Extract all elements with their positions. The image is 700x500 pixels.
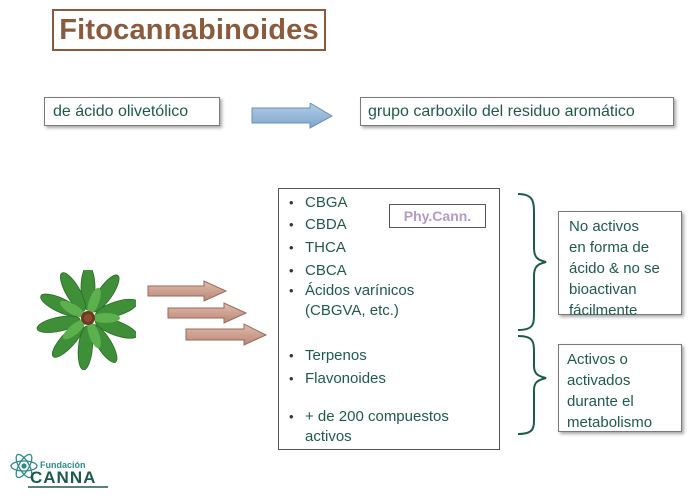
target-box: grupo carboxilo del residuo aromático xyxy=(360,97,674,126)
list-item: •THCA xyxy=(289,239,346,256)
brown-arrows xyxy=(147,280,268,346)
plant-icon xyxy=(36,270,136,370)
brace-active xyxy=(517,335,547,435)
brown-arrow-1 xyxy=(147,280,228,302)
brown-arrow-2 xyxy=(167,302,248,324)
target-label: grupo carboxilo del residuo aromático xyxy=(368,102,635,120)
inactive-group-box: No activos en forma de ácido & no se bio… xyxy=(558,211,682,319)
list-item: •Flavonoides xyxy=(289,370,386,387)
logo-atom-icon xyxy=(10,453,38,479)
title-box: Fitocannabinoides xyxy=(52,9,326,51)
brace-inactive xyxy=(517,193,547,331)
page-title: Fitocannabinoides xyxy=(59,13,319,46)
list-item: •CBGA xyxy=(289,194,348,211)
list-item: •CBDA xyxy=(289,216,347,233)
logo-small-text: Fundación xyxy=(40,460,86,470)
compound-list-box: •CBGA •CBDA •THCA •CBCA •Ácidos varínico… xyxy=(278,188,500,450)
source-box: de ácido olivetólico xyxy=(44,97,220,126)
list-item: •CBCA xyxy=(289,262,347,279)
blue-arrow xyxy=(251,103,334,129)
source-label: de ácido olivetólico xyxy=(53,102,189,120)
list-item: •Terpenos xyxy=(289,347,367,364)
fundacion-canna-logo: Fundación CANNA xyxy=(8,446,118,497)
list-item: •+ de 200 compuestos activos xyxy=(289,408,449,445)
list-item: •Ácidos varínicos (CBGVA, etc.) xyxy=(289,282,415,319)
logo-big-text: CANNA xyxy=(30,468,97,487)
active-group-box: Activos o activados durante el metabolis… xyxy=(558,344,682,432)
phy-cann-badge: Phy.Cann. xyxy=(389,204,486,228)
brown-arrow-3 xyxy=(185,323,268,346)
braces xyxy=(517,193,547,435)
